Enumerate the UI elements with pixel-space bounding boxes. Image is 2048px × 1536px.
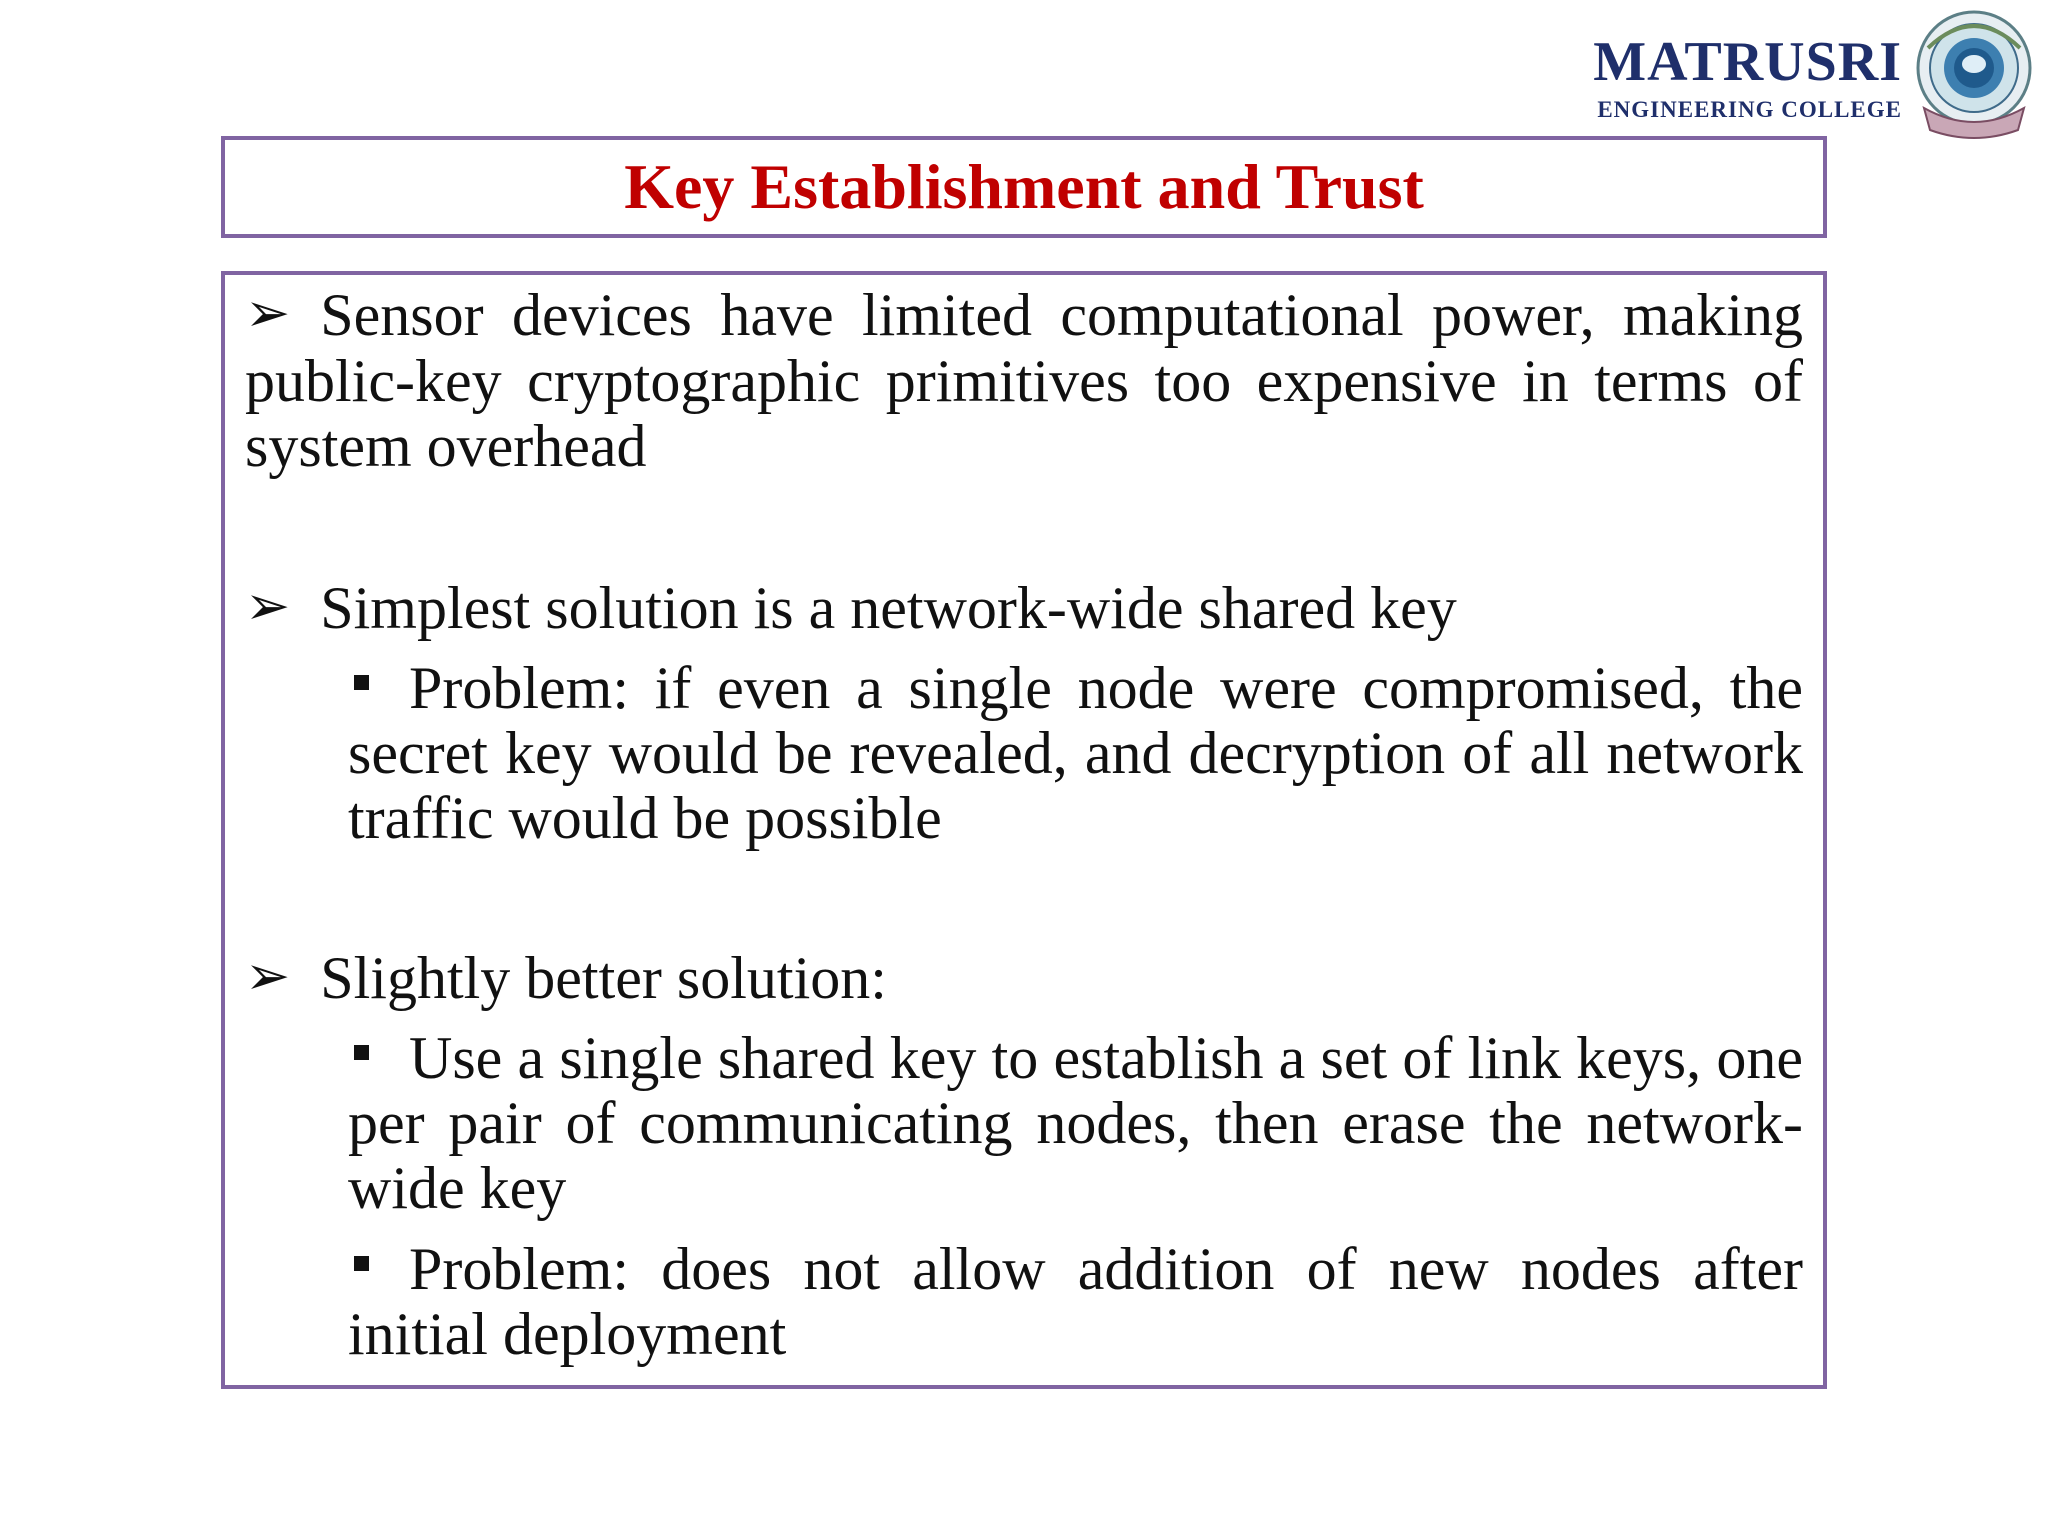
logo-subtitle: ENGINEERING COLLEGE: [1597, 97, 1902, 122]
bullet-text: Slightly better solution:: [320, 945, 887, 1011]
arrow-bullet-icon: ➢: [245, 281, 291, 344]
square-bullet-icon: [354, 1044, 369, 1060]
sub-bullet-item: Use a single shared key to establish a s…: [348, 1026, 1803, 1221]
sub-bullet-item: Problem: does not allow addition of new …: [348, 1237, 1803, 1367]
logo-text: MATRUSRI ENGINEERING COLLEGE: [1593, 32, 1902, 124]
college-emblem-icon: [1916, 10, 2032, 139]
sub-bullet-text: Problem: does not allow addition of new …: [348, 1236, 1803, 1367]
bullet-item: ➢Sensor devices have limited computation…: [245, 281, 1803, 479]
square-bullet-icon: [354, 674, 369, 690]
logo-name: MATRUSRI: [1593, 31, 1902, 93]
title-box: Key Establishment and Trust: [221, 136, 1827, 238]
square-bullet-icon: [354, 1255, 369, 1271]
college-logo: MATRUSRI ENGINEERING COLLEGE: [1590, 8, 2040, 143]
arrow-bullet-icon: ➢: [245, 574, 291, 637]
bullet-text: Simplest solution is a network-wide shar…: [320, 575, 1457, 641]
sub-bullet-text: Problem: if even a single node were comp…: [348, 655, 1803, 851]
arrow-bullet-icon: ➢: [245, 944, 291, 1007]
bullet-text: Sensor devices have limited computationa…: [245, 282, 1803, 479]
sub-bullet-item: Problem: if even a single node were comp…: [348, 656, 1803, 851]
slide-title: Key Establishment and Trust: [624, 151, 1424, 222]
sub-bullet-text: Use a single shared key to establish a s…: [348, 1025, 1803, 1221]
bullet-item: ➢ Slightly better solution:: [245, 944, 1803, 1012]
bullet-item: ➢ Simplest solution is a network-wide sha…: [245, 574, 1803, 642]
content-box: ➢Sensor devices have limited computation…: [221, 271, 1827, 1389]
